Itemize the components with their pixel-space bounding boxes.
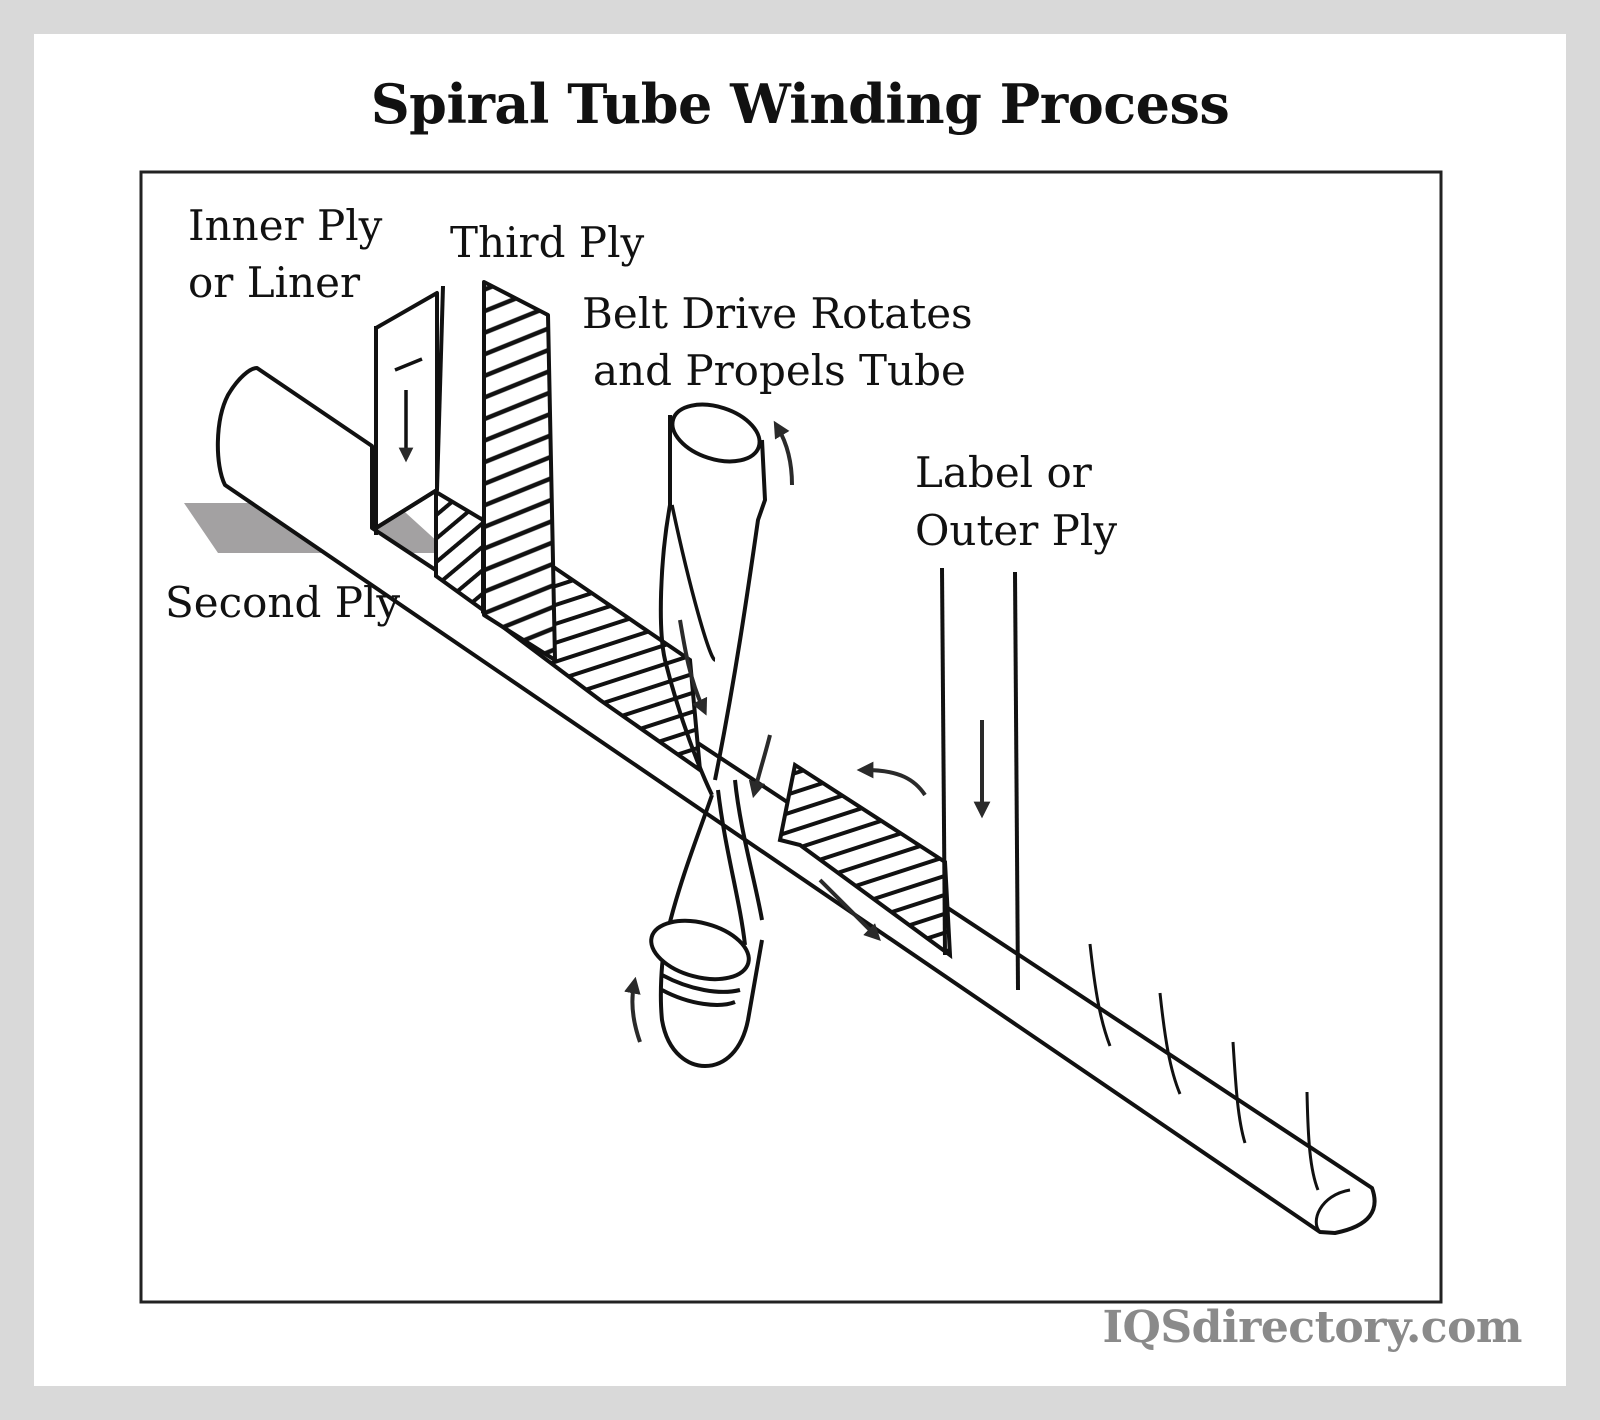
watermark-logo: IQSdirectory.com	[1102, 1302, 1522, 1353]
label-inner-ply: Inner Ply	[188, 201, 383, 250]
motion-arrows	[624, 420, 991, 1043]
belt-down-arrow-left	[678, 619, 708, 716]
belt-rotate-arrow-bottom	[624, 976, 642, 1043]
page-title: Spiral Tube Winding Process	[370, 72, 1230, 136]
label-belt-drive-2: and Propels Tube	[593, 346, 966, 395]
tube-end-cap	[1314, 1188, 1351, 1234]
label-inner-ply-2: or Liner	[188, 258, 361, 307]
mandrel-tube	[215, 366, 1377, 1235]
label-third-ply: Third Ply	[450, 218, 645, 267]
belt-drive	[649, 402, 767, 1068]
tube-rotate-arrow	[856, 761, 927, 797]
wound-plies-after-belt	[777, 761, 953, 960]
inner-ply-mark	[394, 357, 423, 372]
belt-rotate-arrow-top	[773, 420, 794, 486]
belt-down-arrow-right	[748, 734, 772, 799]
third-ply-strip	[482, 280, 557, 662]
spiral-seams	[1088, 943, 1320, 1191]
label-outer-ply-2: Outer Ply	[915, 506, 1117, 555]
label-second-ply: Second Ply	[165, 578, 400, 627]
label-outer-ply: Label or	[915, 448, 1093, 497]
label-belt-drive: Belt Drive Rotates	[582, 289, 973, 338]
tube-advance-arrow	[818, 878, 881, 941]
outer-ply-strip	[940, 567, 1020, 991]
